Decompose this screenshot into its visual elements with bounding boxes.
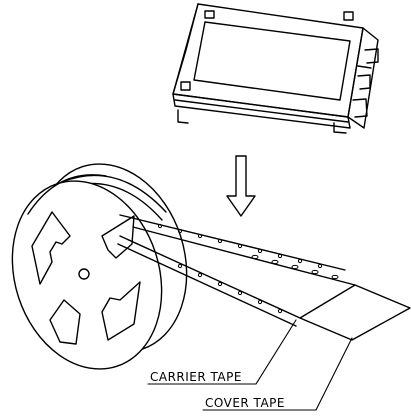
carrier-tape-label: CARRIER TAPE [150, 370, 242, 384]
component-package [172, 3, 379, 134]
cover-tape [299, 284, 411, 341]
reel-window [101, 281, 141, 341]
down-arrow-icon [226, 155, 256, 217]
reel-window [49, 299, 81, 345]
lower-carrier-tape [117, 235, 301, 327]
reel-window [31, 211, 71, 285]
carrier-tape-callout [147, 319, 297, 385]
carrier-tape [119, 214, 356, 286]
cover-tape-label: COVER TAPE [205, 396, 285, 410]
reel-window [101, 215, 135, 259]
cover-tape-callout [202, 337, 353, 411]
tape-reel [11, 163, 188, 370]
